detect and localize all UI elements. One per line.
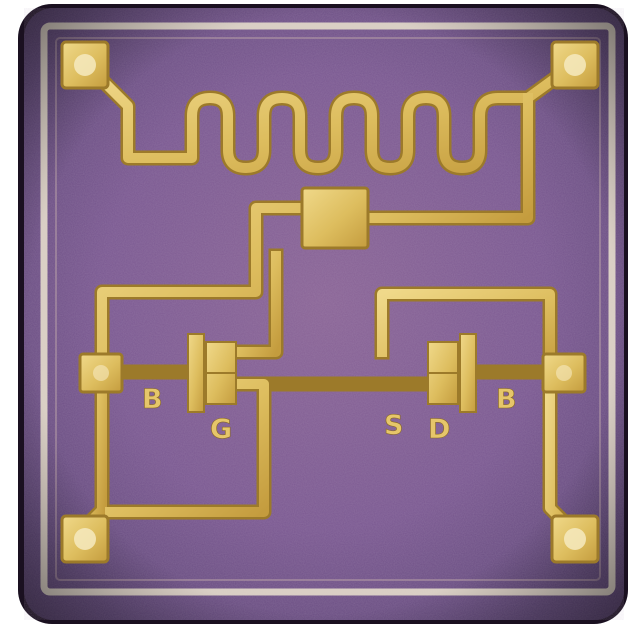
corner-pad-top-left <box>60 40 110 90</box>
bulk-pad-left <box>78 352 124 394</box>
label-drain: D <box>428 414 450 445</box>
label-bulk-left: B <box>142 384 163 415</box>
label-bulk-right: B <box>496 384 517 415</box>
metal-traces <box>71 55 585 543</box>
label-source: S <box>384 410 403 441</box>
corner-pad-bottom-right <box>550 514 600 564</box>
transistor-right <box>427 333 477 413</box>
center-pad <box>300 186 370 250</box>
transistor-left <box>187 333 237 413</box>
corner-pad-top-right <box>550 40 600 90</box>
corner-pad-bottom-left <box>60 514 110 564</box>
label-gate: G <box>210 414 232 445</box>
bulk-pad-right <box>541 352 587 394</box>
